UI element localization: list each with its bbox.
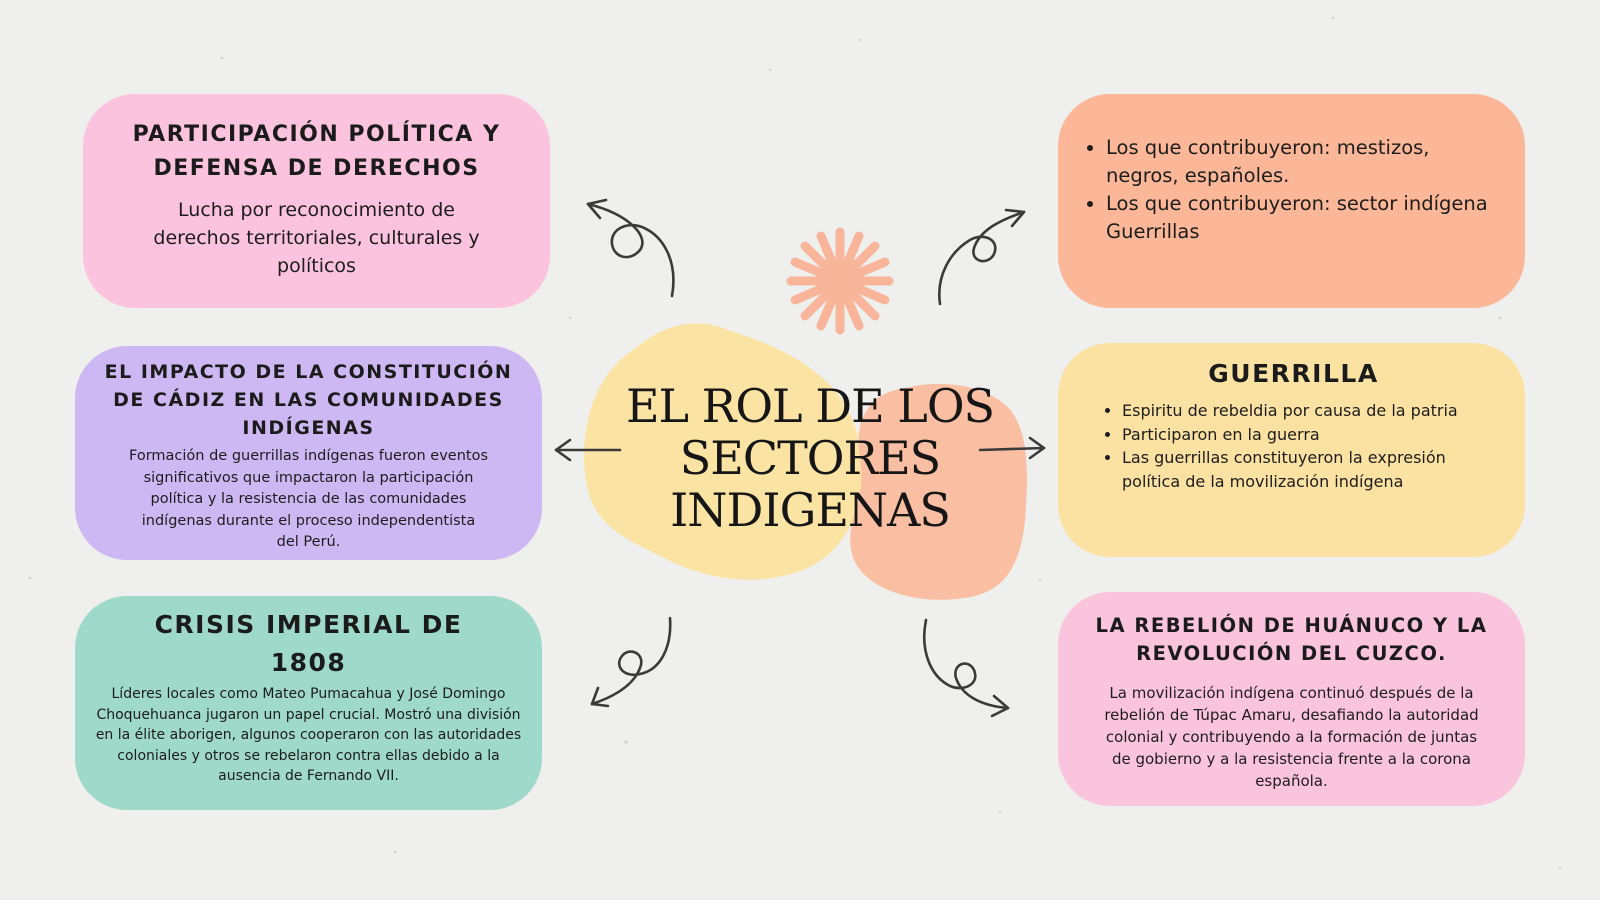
arrow-to-politica bbox=[586, 198, 675, 298]
card-heading: PARTICIPACIÓN POLÍTICA Y DEFENSA DE DERE… bbox=[132, 122, 501, 181]
card-crisis-imperial: CRISIS IMPERIAL DE 1808 Líderes locales … bbox=[75, 596, 542, 810]
card-constitucion-cadiz: EL IMPACTO DE LA CONSTITUCIÓN DE CÁDIZ E… bbox=[75, 346, 542, 560]
card-body: La movilización indígena continuó despué… bbox=[1104, 684, 1479, 790]
card-participacion-politica: PARTICIPACIÓN POLÍTICA Y DEFENSA DE DERE… bbox=[83, 94, 550, 308]
card-heading: GUERRILLA bbox=[1208, 359, 1379, 388]
list-item: Los que contribuyeron: mestizos, negros,… bbox=[1106, 134, 1505, 190]
list-item: Espiritu de rebeldia por causa de la pat… bbox=[1122, 399, 1505, 423]
bullet-list: Los que contribuyeron: mestizos, negros,… bbox=[1084, 134, 1505, 246]
center-blob-peach bbox=[850, 383, 1027, 600]
card-heading: EL IMPACTO DE LA CONSTITUCIÓN DE CÁDIZ E… bbox=[104, 361, 513, 439]
card-guerrilla: GUERRILLA Espiritu de rebeldia por causa… bbox=[1058, 343, 1525, 557]
list-item: Las guerrillas constituyeron la expresió… bbox=[1122, 446, 1505, 493]
card-body: Formación de guerrillas indígenas fueron… bbox=[129, 448, 489, 550]
card-body: Lucha por reconocimiento de derechos ter… bbox=[153, 199, 480, 277]
starburst-icon bbox=[786, 227, 894, 335]
arrow-to-contrib bbox=[938, 208, 1026, 306]
card-contribuyentes: Los que contribuyeron: mestizos, negros,… bbox=[1058, 94, 1525, 308]
arrow-to-crisis bbox=[590, 616, 672, 708]
bullet-list: Espiritu de rebeldia por causa de la pat… bbox=[1082, 399, 1505, 493]
arrow-to-huanuco bbox=[923, 618, 1010, 718]
paper-texture bbox=[28, 16, 1562, 870]
arrow-to-cadiz bbox=[554, 438, 622, 462]
main-title: EL ROL DE LOS SECTORES INDIGENAS bbox=[625, 379, 995, 537]
card-rebelion-huanuco: LA REBELIÓN DE HUÁNUCO Y LA REVOLUCIÓN D… bbox=[1058, 592, 1525, 806]
center-blob-yellow bbox=[584, 323, 862, 580]
card-heading: LA REBELIÓN DE HUÁNUCO Y LA REVOLUCIÓN D… bbox=[1095, 614, 1488, 665]
list-item: Participaron en la guerra bbox=[1122, 423, 1505, 447]
card-heading: CRISIS IMPERIAL DE 1808 bbox=[154, 610, 463, 677]
card-body: Líderes locales como Mateo Pumacahua y J… bbox=[95, 686, 522, 784]
list-item: Los que contribuyeron: sector indígena G… bbox=[1106, 190, 1505, 246]
arrow-to-guerrilla bbox=[978, 436, 1046, 460]
